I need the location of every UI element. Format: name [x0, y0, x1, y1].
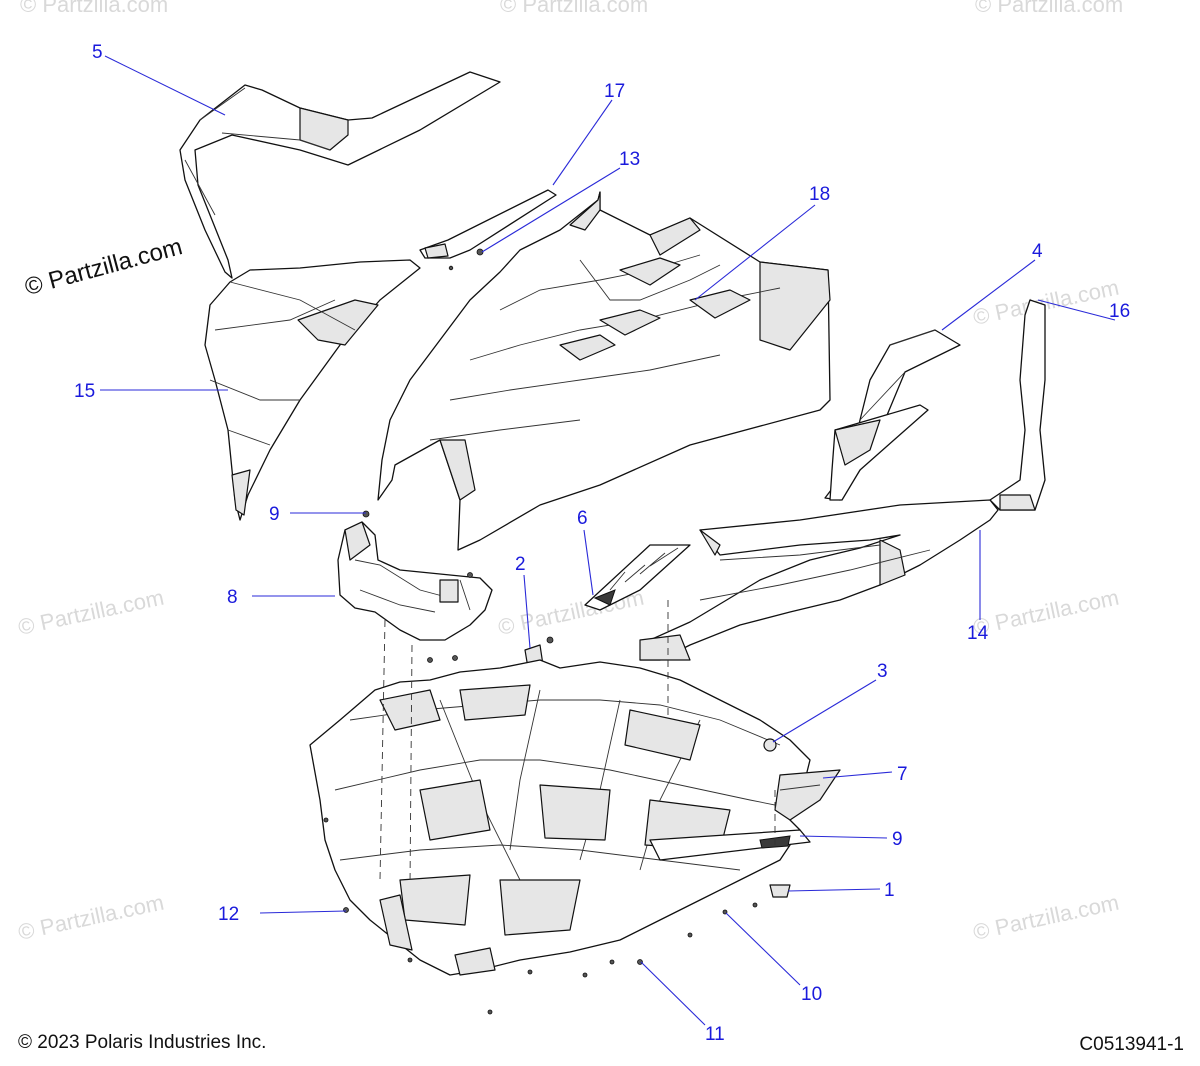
callout-16: 16 [1109, 301, 1130, 322]
callout-11: 11 [705, 1024, 725, 1045]
diagram-code: C0513941-1 [1079, 1034, 1184, 1055]
callout-18: 18 [809, 184, 830, 205]
main-frame [309, 659, 811, 976]
callout-8: 8 [227, 587, 238, 608]
part-8-bracket [337, 521, 493, 641]
part-1-clip [769, 884, 791, 898]
assembly-guides [379, 600, 776, 886]
part-6-louvre [584, 544, 691, 611]
callout-4: 4 [1032, 241, 1043, 262]
callout-10: 10 [801, 984, 822, 1005]
part-18-hood [377, 191, 831, 551]
callout-6: 6 [577, 508, 588, 529]
callout-14: 14 [967, 623, 989, 644]
callout-17: 17 [604, 81, 625, 102]
callout-1: 1 [884, 880, 895, 901]
callout-9b: 9 [892, 829, 903, 850]
part-17-strip [419, 189, 557, 271]
callout-7: 7 [897, 764, 908, 785]
watermark: © Partzilla.com [16, 890, 166, 945]
callout-15: 15 [74, 381, 95, 402]
watermark: © Partzilla.com [975, 0, 1123, 17]
callout-12: 12 [218, 904, 239, 925]
callout-13: 13 [619, 149, 640, 170]
callout-5: 5 [92, 42, 103, 63]
part-16-trim [989, 299, 1046, 511]
watermark: © Partzilla.com [971, 890, 1121, 945]
watermark: © Partzilla.com [971, 585, 1121, 640]
copyright-notice: © 2023 Polaris Industries Inc. [18, 1032, 267, 1053]
watermark: © Partzilla.com [20, 0, 168, 17]
part-15-side-panel [204, 259, 421, 521]
fasteners [323, 510, 758, 1015]
watermark: © Partzilla.com [16, 585, 166, 640]
callout-9a: 9 [269, 504, 280, 525]
part-7-fender [774, 769, 841, 821]
part-5-upper-trim [179, 71, 501, 279]
callout-labels: 5 17 13 18 4 16 15 9 8 2 6 3 7 9 1 14 12… [74, 42, 1130, 1045]
leader-lines [100, 55, 1116, 1026]
callout-2: 2 [515, 554, 526, 575]
part-14-lower-trim [639, 499, 999, 661]
part-4-side-panel [824, 329, 961, 501]
watermark: © Partzilla.com [500, 0, 648, 17]
callout-3: 3 [877, 661, 888, 682]
